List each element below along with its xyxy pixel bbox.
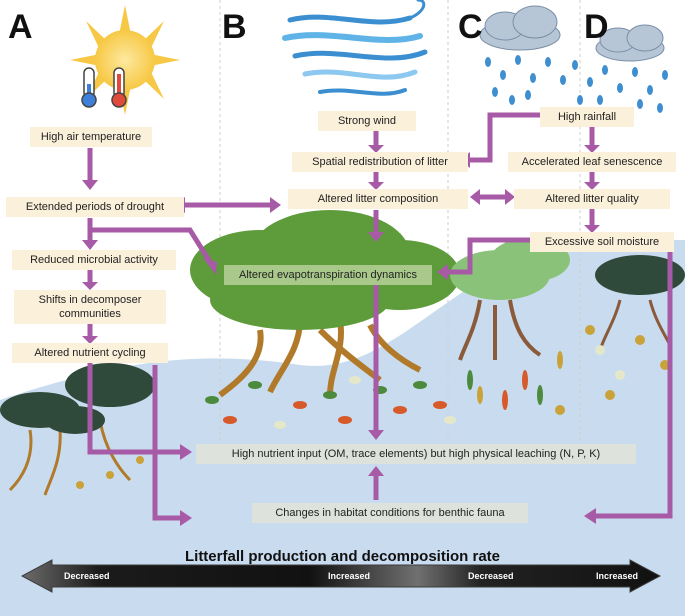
box-altered-litter-composition: Altered litter composition bbox=[288, 189, 468, 209]
box-excessive-soil-moisture: Excessive soil moisture bbox=[530, 232, 674, 252]
left-mangrove-tree bbox=[0, 363, 155, 496]
box-reduced-microbial: Reduced microbial activity bbox=[12, 250, 176, 270]
panel-label-a: A bbox=[8, 8, 33, 46]
arrow-moisture-to-evapo bbox=[448, 237, 535, 275]
panel-label-b: B bbox=[222, 8, 247, 46]
box-strong-wind: Strong wind bbox=[318, 111, 416, 131]
box-changes-habitat: Changes in habitat conditions for benthi… bbox=[252, 503, 528, 523]
box-altered-litter-quality: Altered litter quality bbox=[514, 189, 670, 209]
box-extended-drought: Extended periods of drought bbox=[6, 197, 184, 217]
arrow-heads bbox=[82, 145, 600, 526]
box-high-rainfall: High rainfall bbox=[540, 107, 634, 127]
scale-title: Litterfall production and decomposition … bbox=[184, 548, 500, 565]
scale-bar bbox=[20, 559, 662, 593]
scale-label-decreased-2: Decreased bbox=[468, 571, 514, 581]
scale-label-decreased-1: Decreased bbox=[64, 571, 110, 581]
flow-arrows bbox=[87, 112, 673, 521]
scale-label-increased-1: Increased bbox=[328, 571, 371, 581]
fallen-leaves bbox=[76, 325, 670, 489]
arrow-moisture-to-habitat bbox=[596, 248, 673, 519]
box-shifts-decomposer: Shifts in decomposer communities bbox=[14, 290, 166, 324]
box-accelerated-senescence: Accelerated leaf senescence bbox=[508, 152, 676, 172]
box-altered-nutrient: Altered nutrient cycling bbox=[12, 343, 168, 363]
arrow-nutrient-to-habitat bbox=[152, 365, 180, 521]
panel-label-c: C bbox=[458, 8, 483, 46]
scale-label-increased-2: Increased bbox=[596, 571, 639, 581]
thermometer-icon bbox=[81, 67, 127, 108]
arrow-drought-to-evapo bbox=[90, 227, 213, 264]
box-high-nutrient-input: High nutrient input (OM, trace elements)… bbox=[196, 444, 636, 464]
box-spatial-redistribution: Spatial redistribution of litter bbox=[292, 152, 468, 172]
box-high-air-temperature: High air temperature bbox=[30, 127, 152, 147]
arrow-nutrient-to-high-input bbox=[87, 362, 180, 455]
rain-cloud-icon bbox=[479, 5, 668, 113]
arrow-rainfall-to-spatial bbox=[470, 112, 540, 163]
panel-label-d: D bbox=[584, 8, 609, 46]
wind-icon bbox=[282, 0, 428, 96]
box-altered-evapotranspiration: Altered evapotranspiration dynamics bbox=[224, 265, 432, 285]
